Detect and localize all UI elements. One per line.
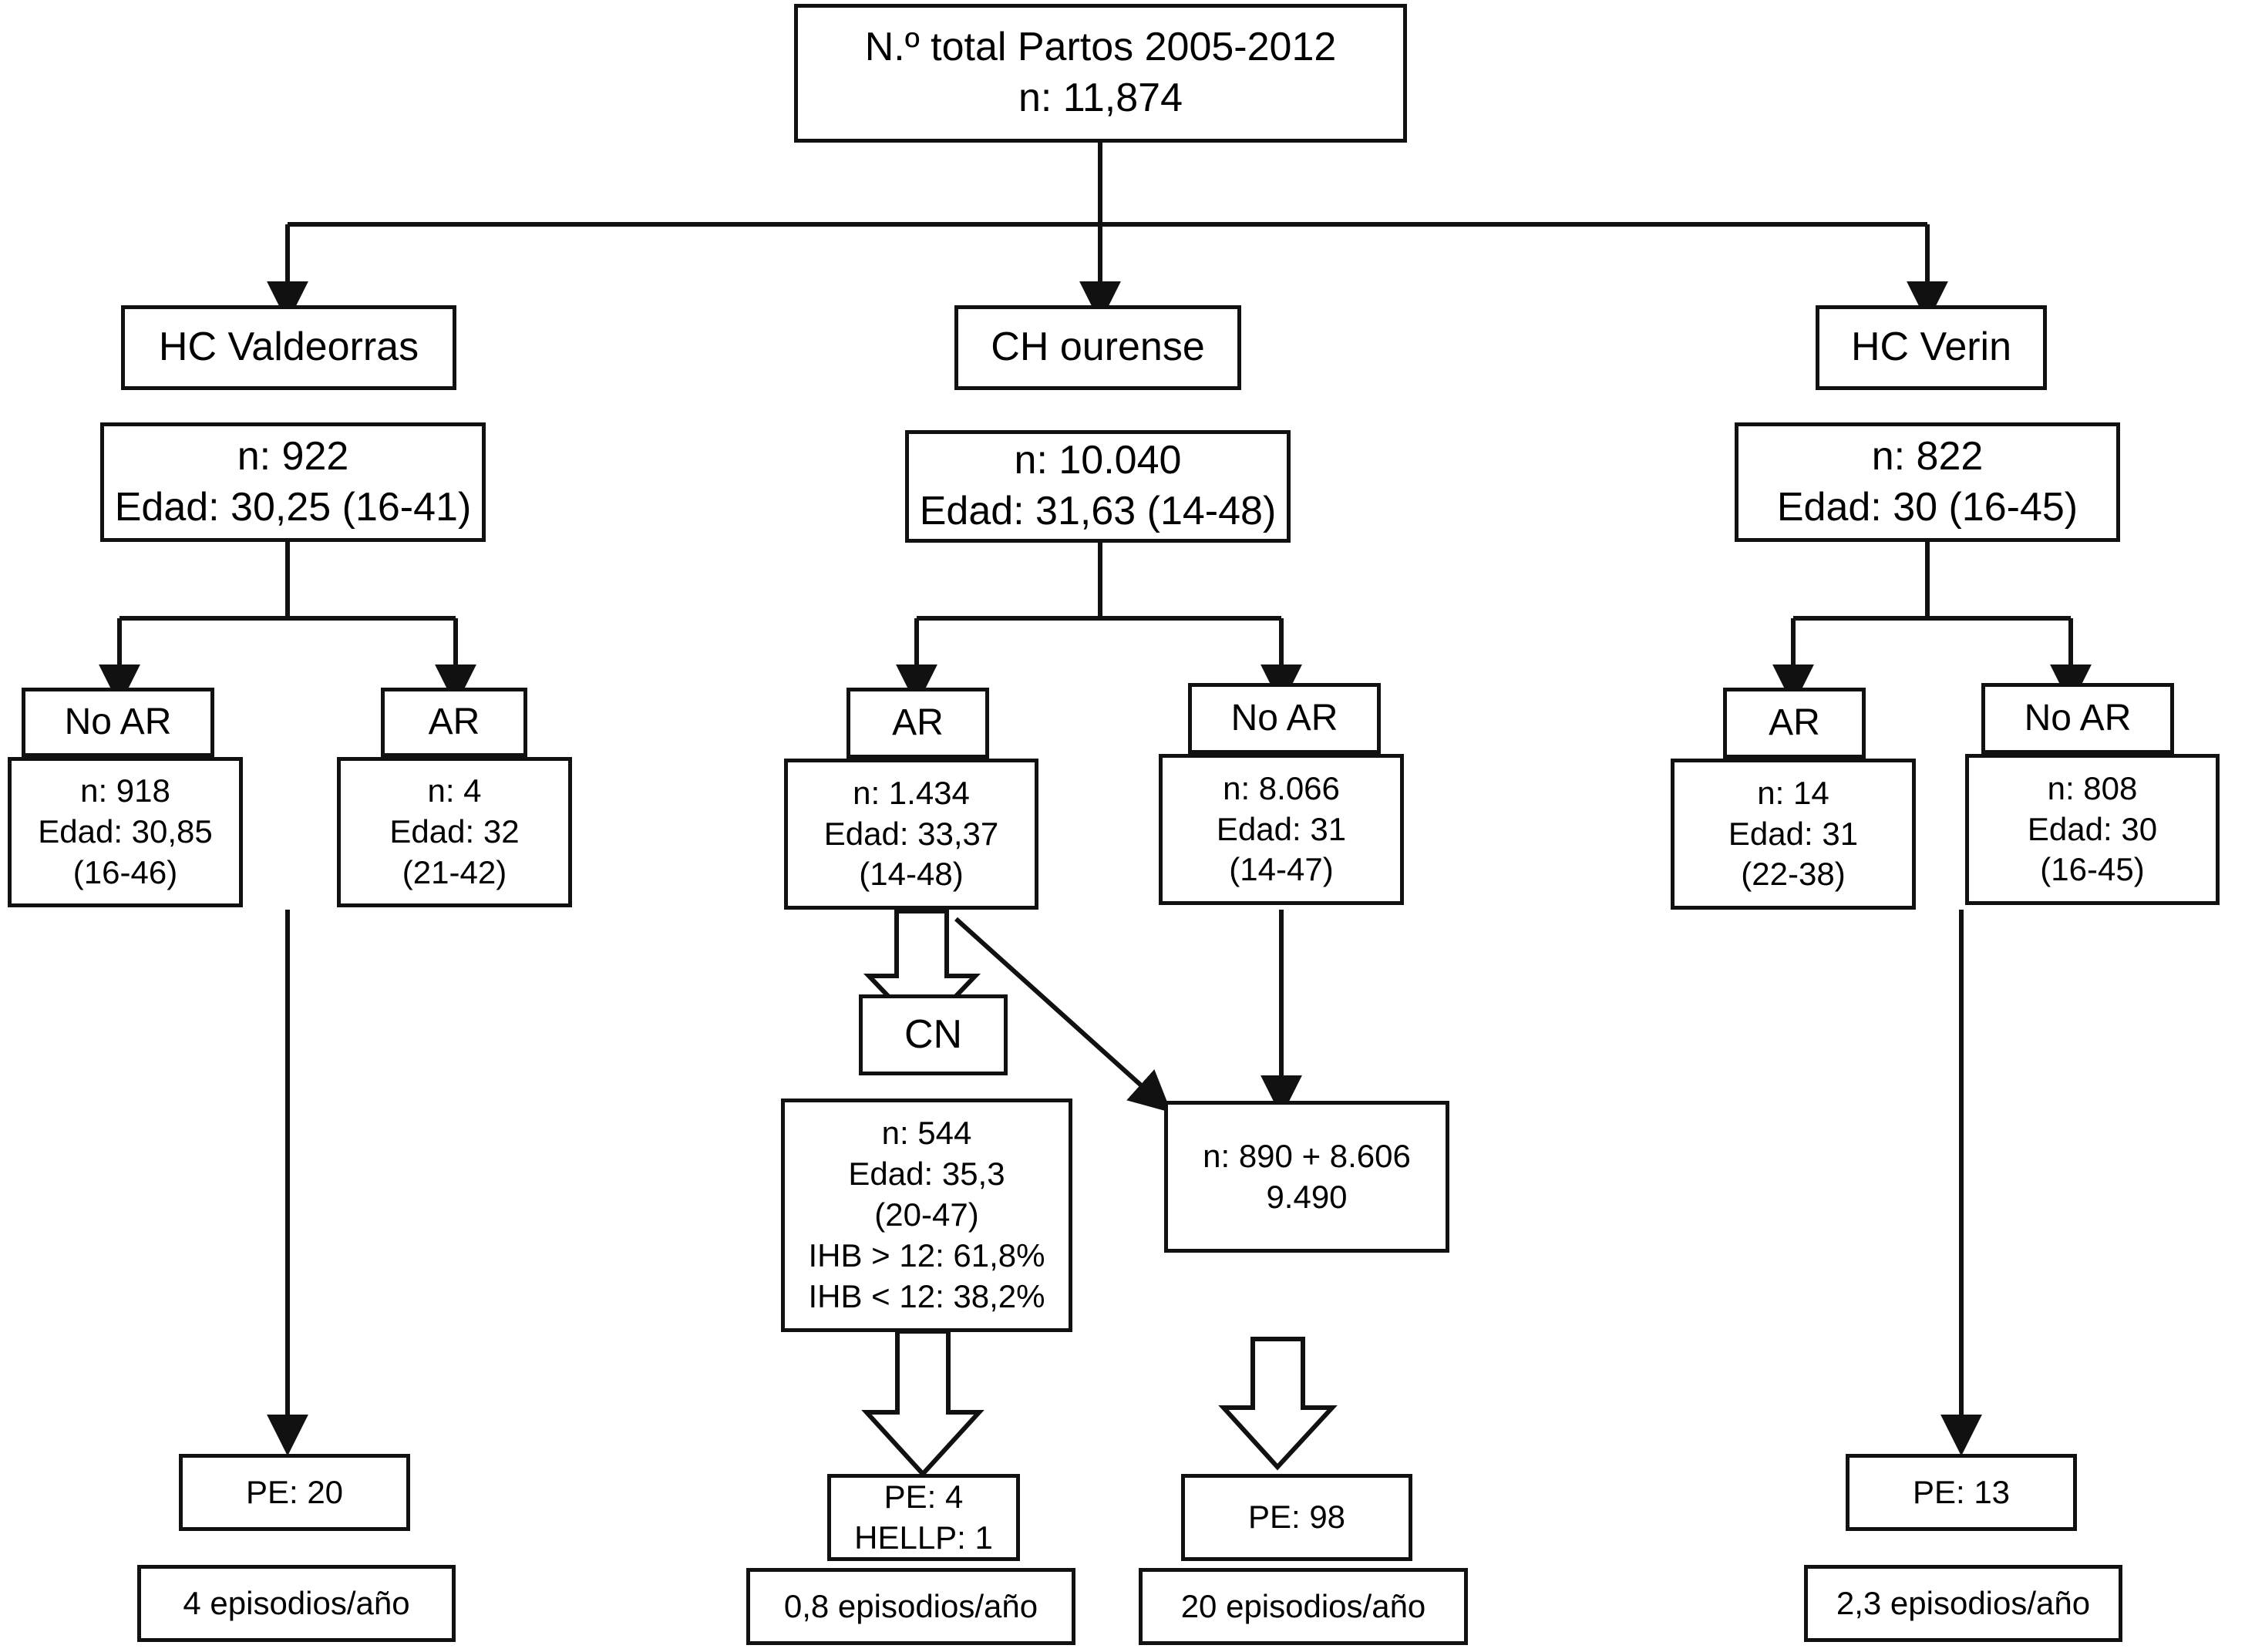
branch-detail-valdeorras-ar: n: 4 Edad: 32 (21-42) [337,757,572,907]
hospital-header-ourense: CH ourense [954,305,1241,390]
block-arrow-cn-detail-to-pe [861,1329,985,1478]
hospital-header-valdeorras: HC Valdeorras [121,305,456,390]
branch-detail-verin-noar: n: 808 Edad: 30 (16-45) [1965,754,2220,905]
branch-label-verin-noar: No AR [1981,683,2174,754]
root-total-births-box: N.º total Partos 2005-2012 n: 11,874 [794,4,1407,143]
outcome-verin-pe: PE: 13 [1846,1454,2077,1531]
branch-detail-ourense-noar: n: 8.066 Edad: 31 (14-47) [1159,754,1404,905]
rate-valdeorras: 4 episodios/año [137,1565,456,1642]
outcome-ourense-cn-pe: PE: 4 HELLP: 1 [827,1474,1020,1561]
branch-detail-valdeorras-noar: n: 918 Edad: 30,85 (16-46) [8,757,243,907]
hospital-summary-ourense: n: 10.040 Edad: 31,63 (14-48) [905,430,1291,543]
branch-detail-verin-ar: n: 14 Edad: 31 (22-38) [1671,759,1916,910]
root-line-2: n: 11,874 [1018,76,1183,120]
merged-detail-ourense: n: 890 + 8.606 9.490 [1164,1101,1449,1253]
rate-verin: 2,3 episodios/año [1804,1565,2122,1642]
hospital-summary-valdeorras: n: 922 Edad: 30,25 (16-41) [100,422,486,542]
edge-ourense-ar-to-merged [954,917,1172,1113]
hospital-summary-verin: n: 822 Edad: 30 (16-45) [1735,422,2120,542]
outcome-valdeorras-pe: PE: 20 [179,1454,410,1531]
branch-label-valdeorras-ar: AR [381,688,527,757]
branch-label-valdeorras-noar: No AR [22,688,214,757]
rate-ourense-cn: 0,8 episodios/año [746,1568,1075,1645]
branch-detail-ourense-ar: n: 1.434 Edad: 33,37 (14-48) [784,759,1038,910]
root-line-1: N.º total Partos 2005-2012 [864,25,1337,70]
outcome-ourense-merged-pe: PE: 98 [1181,1474,1412,1561]
cn-box-ourense: CN [859,994,1008,1075]
hospital-header-verin: HC Verin [1816,305,2047,390]
block-arrow-merged-to-pe [1218,1337,1338,1471]
branch-label-ourense-ar: AR [847,688,989,759]
branch-label-verin-ar: AR [1723,688,1866,759]
branch-label-ourense-noar: No AR [1188,683,1381,754]
rate-ourense-merged: 20 episodios/año [1139,1568,1468,1645]
cn-detail-ourense: n: 544 Edad: 35,3 (20-47) IHB > 12: 61,8… [781,1099,1072,1332]
